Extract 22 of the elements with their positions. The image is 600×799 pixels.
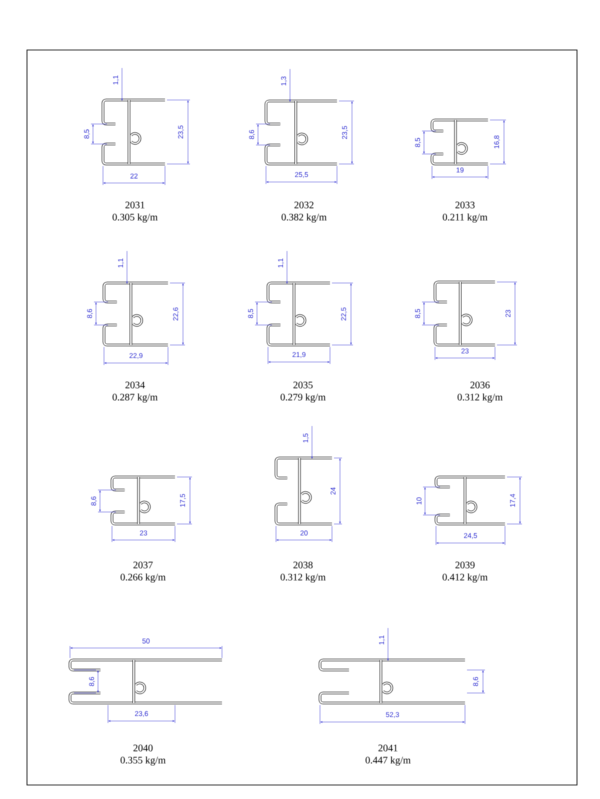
profile-code: 2033 [455, 202, 475, 208]
weight-label: 0.312 kg/m [280, 573, 326, 583]
profile-code: 2034 [125, 382, 145, 388]
profile-code: 2032 [294, 202, 314, 208]
profile-code: 2041 [378, 744, 398, 752]
profile-code: 2039 [455, 562, 475, 568]
profile-code: 2037 [133, 562, 153, 568]
weight-label: 0.305 kg/m [112, 213, 158, 223]
weight-label: 0.312 kg/m [458, 393, 503, 403]
weight-label: 0.266 kg/m [120, 573, 166, 583]
weight-label: 0.211 kg/m [442, 213, 488, 223]
weight-label: 0.412 kg/m [442, 573, 488, 583]
profile-code: 2035 [293, 382, 313, 388]
profile-code: 2040 [133, 744, 153, 752]
weight-label: 0.447 kg/m [366, 756, 411, 766]
weight-label: 0.355 kg/m [120, 756, 166, 766]
weight-label: 0.382 kg/m [282, 213, 327, 223]
profile-code: 2038 [293, 562, 313, 568]
profile-code: 2031 [125, 202, 144, 208]
profile-code: 2036 [470, 382, 490, 388]
weight-label: 0.279 kg/m [280, 393, 326, 403]
weight-label: 0.287 kg/m [112, 393, 158, 403]
